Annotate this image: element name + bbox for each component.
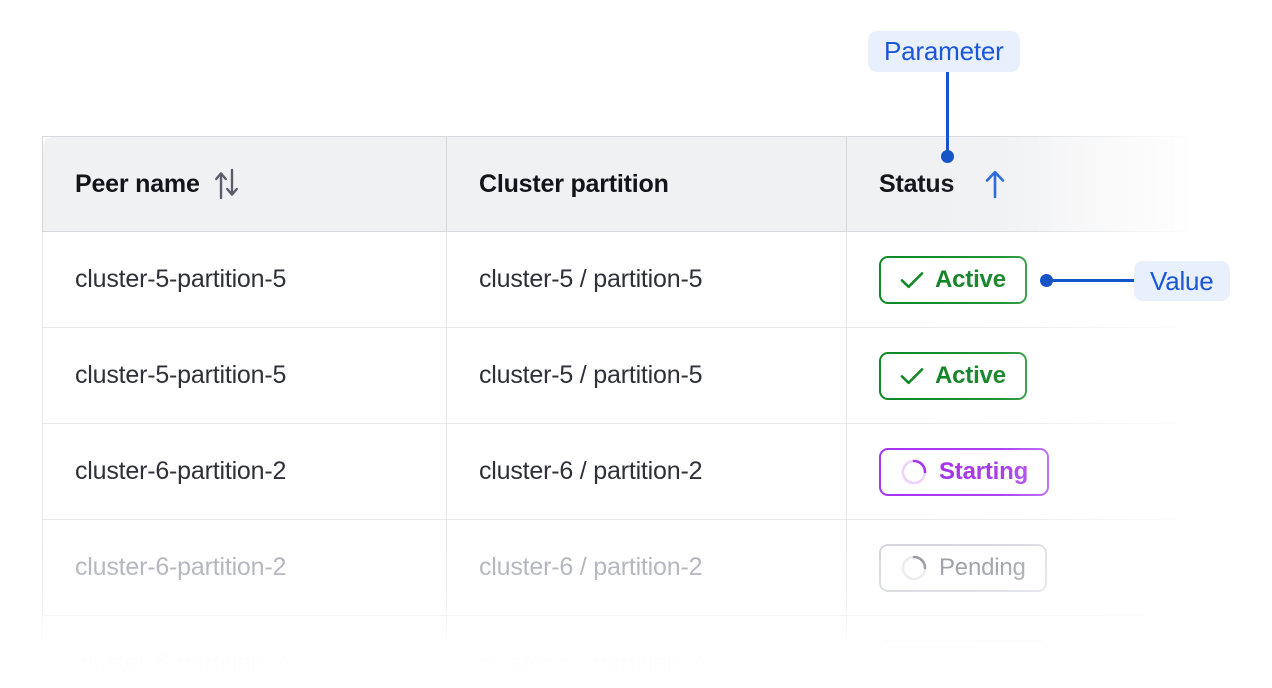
cell-peer-name: cluster-6-partition-2 bbox=[42, 615, 447, 688]
table-row[interactable]: cluster-6-partition-2 cluster-6 / partit… bbox=[42, 519, 1202, 616]
column-header-peer-name[interactable]: Peer name bbox=[42, 136, 447, 232]
annotation-line-parameter bbox=[946, 72, 949, 154]
column-header-status-label: Status bbox=[879, 169, 955, 198]
annotation-pill-parameter: Parameter bbox=[868, 31, 1020, 72]
annotation-dot-value bbox=[1040, 274, 1053, 287]
status-badge-label: Active bbox=[935, 361, 1006, 389]
cell-peer-name: cluster-5-partition-5 bbox=[42, 231, 447, 328]
check-icon bbox=[900, 271, 924, 289]
check-icon bbox=[900, 367, 924, 385]
cell-cluster-partition: cluster-6 / partition-2 bbox=[446, 423, 847, 520]
status-badge-label: Pending bbox=[939, 553, 1026, 581]
status-badge-label: Starting bbox=[939, 457, 1029, 485]
status-badge: Active bbox=[879, 351, 1027, 400]
annotation-dot-parameter bbox=[941, 150, 954, 163]
spinner-icon bbox=[900, 650, 928, 678]
cell-status: Pending bbox=[846, 615, 1202, 688]
column-header-peer-name-label: Peer name bbox=[75, 169, 200, 198]
status-badge-label: Pending bbox=[939, 649, 1026, 677]
cell-peer-name: cluster-5-partition-5 bbox=[42, 327, 447, 424]
table-row[interactable]: cluster-6-partition-2 cluster-6 / partit… bbox=[42, 423, 1202, 520]
cell-cluster-partition: cluster-6 / partition-2 bbox=[446, 615, 847, 688]
status-badge: Starting bbox=[879, 447, 1050, 496]
peers-table: Peer name bbox=[42, 136, 1202, 688]
table-body: cluster-5-partition-5 cluster-5 / partit… bbox=[42, 231, 1202, 688]
cell-cluster-partition: cluster-5 / partition-5 bbox=[446, 231, 847, 328]
cell-status: Active bbox=[846, 327, 1202, 424]
table-header: Peer name bbox=[42, 136, 1202, 232]
column-header-status[interactable]: Status bbox=[846, 136, 1202, 232]
cell-peer-name: cluster-6-partition-2 bbox=[42, 423, 447, 520]
sort-both-arrows-icon[interactable] bbox=[214, 168, 240, 200]
sort-ascending-arrow-icon[interactable] bbox=[982, 169, 1008, 199]
annotation-pill-value: Value bbox=[1134, 261, 1230, 301]
annotation-line-value bbox=[1052, 279, 1134, 282]
status-badge-label: Active bbox=[935, 265, 1006, 293]
spinner-icon bbox=[900, 458, 928, 486]
cell-status: Pending bbox=[846, 519, 1202, 616]
column-header-cluster-partition[interactable]: Cluster partition bbox=[446, 136, 847, 232]
spinner-icon bbox=[900, 554, 928, 582]
status-badge: Active bbox=[879, 255, 1027, 304]
table-row[interactable]: cluster-5-partition-5 cluster-5 / partit… bbox=[42, 231, 1202, 328]
status-badge: Pending bbox=[879, 543, 1047, 592]
status-badge: Pending bbox=[879, 639, 1047, 688]
cell-status: Starting bbox=[846, 423, 1202, 520]
table-header-row: Peer name bbox=[42, 136, 1202, 232]
cell-peer-name: cluster-6-partition-2 bbox=[42, 519, 447, 616]
table-row[interactable]: cluster-5-partition-5 cluster-5 / partit… bbox=[42, 327, 1202, 424]
table-row[interactable]: cluster-6-partition-2 cluster-6 / partit… bbox=[42, 615, 1202, 688]
peers-table-container: Peer name bbox=[42, 136, 1202, 688]
column-header-cluster-partition-label: Cluster partition bbox=[479, 169, 669, 198]
cell-cluster-partition: cluster-6 / partition-2 bbox=[446, 519, 847, 616]
cell-cluster-partition: cluster-5 / partition-5 bbox=[446, 327, 847, 424]
